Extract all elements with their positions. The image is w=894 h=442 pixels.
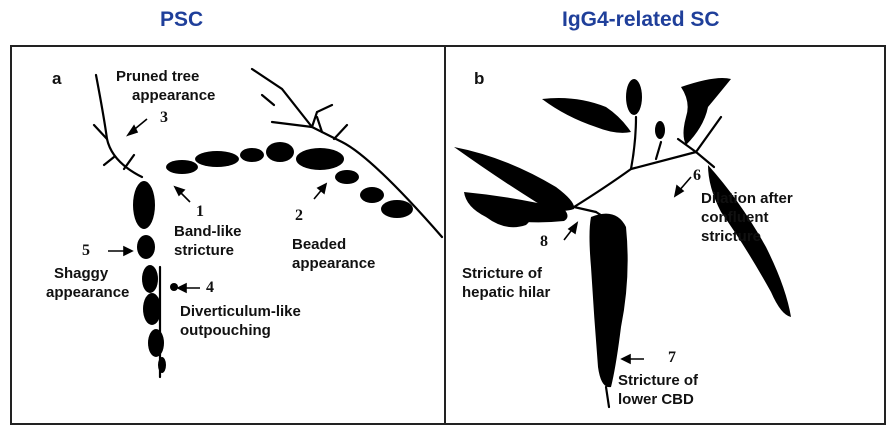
annotation-2-number: 2 [295,207,303,224]
annotation-4-text: Diverticulum-like outpouching [180,303,301,339]
panel-a: a 3 Pruned tree appearance 1 Band-like s… [10,45,446,425]
annotation-1-number: 1 [196,203,204,220]
psc-title: PSC [160,8,204,31]
annotation-5-number: 5 [82,242,90,259]
annotation-4-number: 4 [206,279,214,296]
panel-b: b 6 Dilation after confluent stricture 8… [444,45,886,425]
panel-b-label: b [474,69,485,88]
annotation-5-text: Shaggy appearance [46,265,130,301]
panel-a-label: a [52,69,62,88]
annotation-3-number: 3 [160,109,168,126]
annotation-7-number: 7 [668,349,676,366]
annotation-8-text: Stricture of hepatic hilar [462,265,551,301]
annotation-1-text: Band-like stricture [174,223,242,259]
annotation-8-number: 8 [540,233,548,250]
annotation-2-text: Beaded appearance [292,236,376,272]
annotation-6-text: Dilation after confluent stricture [701,190,793,245]
igg4-sc-title: IgG4-related SC [562,8,720,31]
annotation-3-text: Pruned tree appearance [116,68,216,104]
annotation-7-text: Stricture of lower CBD [618,372,699,408]
annotation-6-number: 6 [693,167,701,184]
psc-duct-drawing [92,67,444,379]
igg4-duct-drawing [454,78,791,409]
